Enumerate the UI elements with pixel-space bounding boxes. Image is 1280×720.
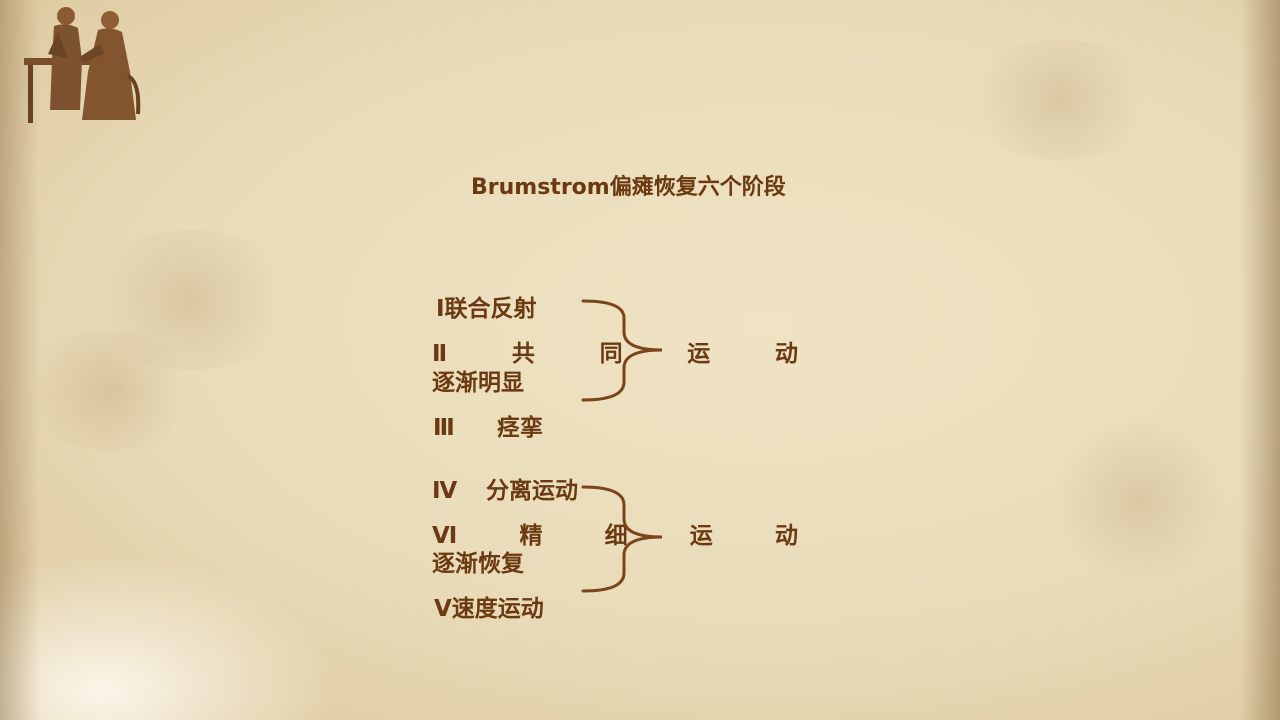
stage-3-label: 痉挛 <box>497 415 543 441</box>
stage-6-char: 动 <box>774 523 798 549</box>
stage-2-char: 动 <box>774 341 798 367</box>
stage-4-label: 分离运动 <box>486 478 578 504</box>
two-figures-at-table-illustration <box>24 7 141 123</box>
stage-5-text: Ⅴ速度运动 <box>434 596 544 622</box>
slide-title: Brumstrom偏瘫恢复六个阶段 <box>471 175 786 200</box>
paper-edge-left <box>0 0 40 720</box>
paper-stain <box>20 330 200 450</box>
stage-2-char: 共 <box>511 341 535 367</box>
stage-6-char: 运 <box>689 523 713 549</box>
stage-1-text: Ⅰ联合反射 <box>436 296 537 322</box>
stage-6-tail: 逐渐恢复 <box>432 551 524 577</box>
stage-2-char: Ⅱ <box>432 341 448 367</box>
stage-2-char: 运 <box>687 341 711 367</box>
stage-6-spread-line: Ⅵ 精 细 运 动 <box>432 525 798 548</box>
stage-2-char: 同 <box>599 341 623 367</box>
paper-stain <box>960 40 1160 160</box>
stage-3-numeral: Ⅲ <box>433 415 455 441</box>
stage-6-char: Ⅵ <box>432 523 458 549</box>
stage-6-char: 精 <box>519 523 543 549</box>
paper-edge-right <box>1240 0 1280 720</box>
stage-6-char: 细 <box>604 523 628 549</box>
paper-stain <box>80 230 300 370</box>
stage-4-numeral: Ⅳ <box>432 478 458 504</box>
stage-2-tail: 逐渐明显 <box>432 370 524 396</box>
paper-stain <box>1050 420 1230 580</box>
stage-2-spread-line: Ⅱ 共 同 运 动 <box>432 343 798 366</box>
